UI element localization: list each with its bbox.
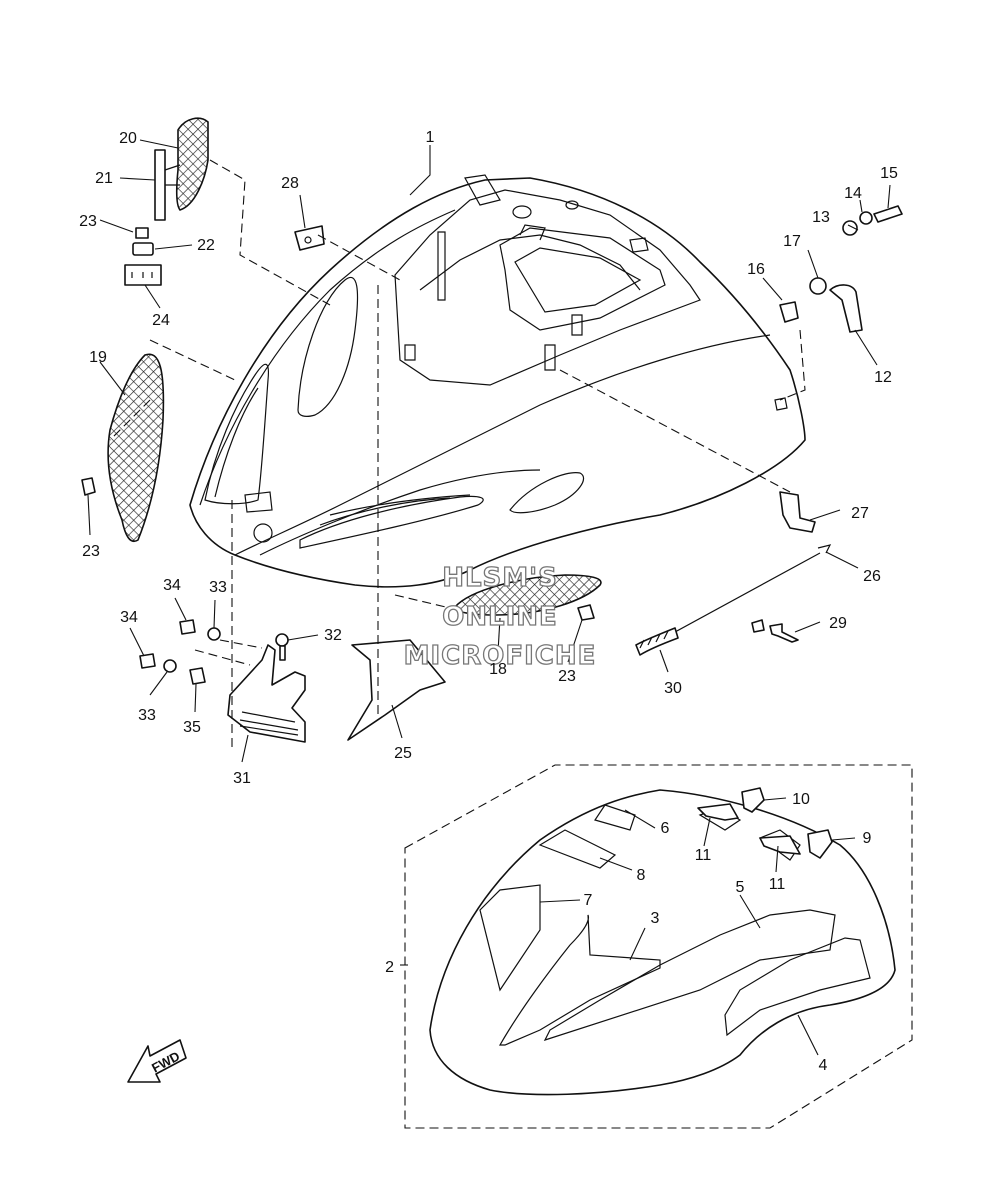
- callout-25: 25: [394, 745, 412, 762]
- callout-17: 17: [783, 233, 801, 250]
- hinge-arm-12: [829, 284, 863, 333]
- tab-10: [741, 787, 765, 813]
- clip-22: [132, 242, 154, 256]
- callout-34-top: 34: [163, 577, 181, 594]
- bracket-21: [154, 149, 166, 221]
- pin-29: [769, 623, 799, 643]
- tab-11-upper: [697, 803, 739, 821]
- callout-11-upper: 11: [695, 847, 712, 864]
- inner-liner: [404, 764, 913, 1129]
- callout-30: 30: [664, 680, 682, 697]
- bracket-28-hole: [304, 236, 312, 244]
- callout-27: 27: [851, 505, 869, 522]
- mesh-panel-20: [175, 117, 209, 211]
- callout-6: 6: [661, 820, 670, 837]
- callout-labels: 1 2 3 4 5 6 7 8 9 10 11 11 12 13 14 15 1…: [79, 129, 898, 1074]
- callout-9: 9: [863, 830, 872, 847]
- callout-21: 21: [95, 170, 113, 187]
- fwd-label: FWD: [149, 1048, 182, 1075]
- tab-11-lower: [759, 835, 801, 855]
- callout-7: 7: [584, 892, 593, 909]
- bracket-28: [294, 225, 325, 251]
- callout-29: 29: [829, 615, 847, 632]
- callout-28: 28: [281, 175, 299, 192]
- callout-20: 20: [119, 130, 137, 147]
- mesh-panel-19: [107, 353, 165, 542]
- callout-2: 2: [385, 959, 394, 976]
- washer-14: [859, 211, 873, 225]
- bolt-32-head: [275, 633, 289, 647]
- grommet-17: [809, 277, 827, 295]
- collar-13: [842, 220, 858, 236]
- callout-8: 8: [637, 867, 646, 884]
- washer-33-bottom: [163, 659, 177, 673]
- bracket-31-ribs: [239, 711, 299, 736]
- callout-13: 13: [812, 209, 830, 226]
- clip-23-right: [577, 604, 595, 621]
- callout-1: 1: [426, 129, 435, 146]
- callout-23-left: 23: [82, 543, 100, 560]
- bolt-34-top: [179, 619, 196, 635]
- watermark-line-1: HLSM'S: [442, 563, 558, 593]
- panel-25: [347, 639, 446, 741]
- callout-34-bottom: 34: [120, 609, 138, 626]
- callout-32: 32: [324, 627, 342, 644]
- watermark: HLSM'S ONLINE MICROFICHE: [403, 562, 597, 671]
- callout-26: 26: [863, 568, 881, 585]
- clip-23-top: [135, 227, 149, 239]
- callout-14: 14: [844, 185, 862, 202]
- cable-26-end: [817, 544, 832, 554]
- mesh-panel-18: [454, 574, 602, 616]
- bracket-21-tabs: [164, 164, 181, 186]
- callout-24: 24: [152, 312, 170, 329]
- callout-15: 15: [880, 165, 898, 182]
- bolt-15: [873, 205, 903, 223]
- callout-12: 12: [874, 369, 892, 386]
- washer-33-top: [207, 627, 221, 641]
- callout-3: 3: [651, 910, 660, 927]
- bracket-31: [227, 644, 306, 743]
- hood-cover: [189, 174, 806, 588]
- spring-30: [635, 627, 679, 656]
- assembly-lines: [109, 159, 806, 750]
- callout-35: 35: [183, 719, 201, 736]
- nut-29: [751, 619, 765, 633]
- callout-10: 10: [792, 791, 810, 808]
- watermark-line-3: MICROFICHE: [404, 641, 597, 671]
- callout-19: 19: [89, 349, 107, 366]
- callout-11-lower: 11: [769, 876, 786, 893]
- callout-22: 22: [197, 237, 215, 254]
- callout-23-top: 23: [79, 213, 97, 230]
- fwd-arrow-icon: FWD: [127, 1039, 187, 1083]
- bolt-34-bottom: [139, 653, 156, 669]
- nut-35: [189, 667, 206, 685]
- callout-4: 4: [819, 1057, 828, 1074]
- callout-5: 5: [736, 879, 745, 896]
- leader-lines: [87, 139, 891, 1056]
- bolt-32-shank: [279, 645, 286, 661]
- clip-23-left: [81, 477, 96, 496]
- callout-31: 31: [233, 770, 251, 787]
- watermark-line-2: ONLINE: [442, 602, 558, 632]
- callout-16: 16: [747, 261, 765, 278]
- retainer-24-detail: [131, 272, 153, 278]
- tab-9: [807, 829, 833, 859]
- callout-23-right: 23: [558, 668, 576, 685]
- callout-33-top: 33: [209, 579, 227, 596]
- callout-33-bottom: 33: [138, 707, 156, 724]
- callout-18: 18: [489, 661, 507, 678]
- nut-16: [779, 301, 799, 323]
- bracket-27: [779, 491, 816, 533]
- spring-30-coils: [639, 630, 669, 649]
